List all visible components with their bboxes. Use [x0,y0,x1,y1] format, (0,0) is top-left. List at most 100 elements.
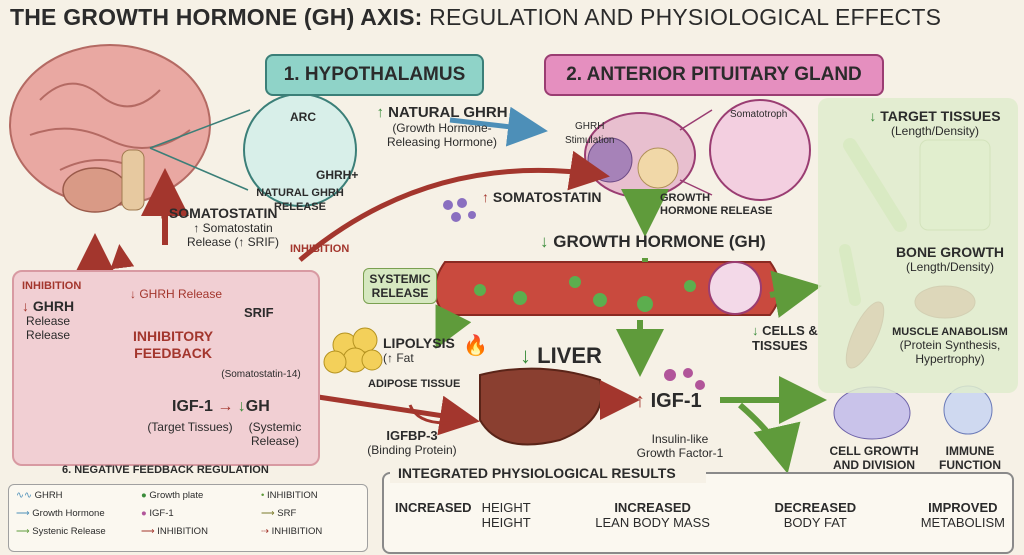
igfbp-title: IGFBP-3 [386,428,438,443]
legend [8,484,368,552]
hypothalamus-label: 1. HYPOTHALAMUS [265,54,484,96]
purple-dot-icon: ● [141,508,147,519]
inhibitory-l2: FEEDBACK [134,345,212,361]
igf1-text: IGF-1 [650,390,702,412]
muscle-title: MUSCLE ANABOLISM [892,326,1008,338]
igf1-sub2: Growth Factor-1 [636,446,724,460]
legend-label-4: IGF-1 [149,508,174,519]
legend-item-gh: ⟶ Growth Hormone [16,508,105,519]
target-title: ↓ TARGET TISSUES [869,108,1001,124]
legend-label-6: INHIBITION [266,490,318,501]
igf1-sub: Insulin-like Growth Factor-1 [620,432,740,460]
wave-icon: ∿∿ [16,490,32,501]
feedback-gh: GH [245,398,270,415]
ghrh-release-text-inner: ↓ GHRH Release [130,287,223,301]
blue-arrow-icon: ⟶ [16,508,30,519]
ghrh-plus-label: GHRH+ [316,168,359,182]
feedback-target: (Target Tissues) [147,420,233,434]
result-col-3: IMPROVED METABOLISM [921,500,1005,530]
somatostatin-left-title: ↑ SOMATOSTATIN [158,205,278,221]
systemic-l1: SYSTEMIC [369,272,431,286]
brain-illustration [9,44,211,213]
feedback-rel1: Release [26,314,71,328]
liver-label: ↓ LIVER [520,343,602,368]
immune-l1: IMMUNE [945,444,995,458]
cell-growth-l1: CELL GROWTH [829,444,919,458]
gh-release-label: GROWTH HORMONE RELEASE [660,192,772,218]
igfbp-label: IGFBP-3 (Binding Protein) [352,428,472,457]
ghrh-stim-label: GHRH Stimulation [565,120,614,148]
feedback-igf: IGF-1 [172,398,213,415]
igfbp-sub: (Binding Protein) [367,443,457,457]
green-dot-icon: ● [141,490,147,501]
legend-item-systemic: ⟶ Systenic Release [16,526,106,537]
feedback-ghrh: ↓ GHRH Release Release [22,298,75,342]
result-0-v1: HEIGHT [481,500,531,515]
ghrh-title-text: NATURAL GHRH [388,104,508,121]
adipose-label: ADIPOSE TISSUE [368,378,461,390]
srif-sub: (Somatostatin-14) [221,369,301,380]
cells-l1: CELLS & [762,323,818,338]
cell-growth-label: CELL GROWTH AND DIVISION [822,444,926,472]
feedback-gh-sub1: (Systemic [248,420,302,434]
title-light: REGULATION AND PHYSIOLOGICAL EFFECTS [429,4,942,30]
igf1-dots-icon [664,368,705,390]
target-tissues-label: ↓ TARGET TISSUES (Length/Density) [850,108,1020,138]
result-3-h: IMPROVED [928,500,998,515]
feedback-igf-gh: IGF-1 → ↓GH [172,398,270,415]
feedback-inhibition-label: INHIBITION [22,280,82,292]
somatostatin-center-text: SOMATOSTATIN [492,189,602,205]
legend-item-ghrh: ∿∿ GHRH [16,490,63,501]
red-arrow-icon: ⟶ [141,526,155,537]
inhibitory-l1: INHIBITORY [133,328,214,344]
adipose-illustration [323,327,383,374]
legend-label-3: Growth plate [149,490,204,501]
lipolysis-title: LIPOLYSIS [383,335,455,351]
igf1-sub1: Insulin-like [651,432,709,446]
somatostatin-dots-icon [443,198,476,222]
result-0-h: INCREASED [395,500,472,515]
gh-release-2: HORMONE RELEASE [660,205,773,217]
bone-growth-label: BONE GROWTH (Length/Density) [880,244,1020,274]
target-tissues-panel [818,98,1018,393]
ghrh-stim-1: GHRH [575,121,605,132]
somatostatin-center: ↑ SOMATOSTATIN [482,189,602,205]
liver-illustration [479,367,603,446]
bone-title: BONE GROWTH [895,244,1005,260]
green-arrow-icon: ⟶ [16,526,30,537]
cells-l2: TISSUES [752,338,808,353]
result-2-v1: BODY FAT [783,515,847,530]
gh-release-1: GROWTH [660,192,711,204]
small-green-dot-icon: • [261,490,265,501]
pituitary-label: 2. ANTERIOR PITUITARY GLAND [544,54,884,96]
result-1-h: INCREASED [614,500,691,515]
legend-label-0: GHRH [34,490,63,501]
gh-main-label: ↓ GROWTH HORMONE (GH) [540,232,766,251]
systemic-release-label: SYSTEMIC RELEASE [363,268,437,304]
inhibitory-feedback-label: INHIBITORY FEEDBACK [133,328,213,362]
result-3-v1: METABOLISM [920,515,1005,530]
title-bold: THE GROWTH HORMONE (GH) AXIS: [10,4,423,30]
somatostatin-left-sub1: ↑ Somatostatin [193,221,273,235]
cells-tissues-label: ↓ CELLS & TISSUES [752,323,818,353]
somatotroph-zoom [709,99,811,201]
result-col-1: INCREASED LEAN BODY MASS [595,500,710,530]
feedback-arrow: → [217,398,234,415]
cell-division-illustration [833,386,911,440]
inhibition-mid-label: INHIBITION [290,243,350,255]
muscle-sub1: (Protein Synthesis, [899,338,1001,352]
olive-arrow-icon: ⟶ [261,508,275,519]
somatostatin-left-sub2: Release (↑ SRIF) [186,235,280,249]
legend-label-5: INHIBITION [157,526,208,537]
ghrh-sub2: Releasing Hormone) [386,135,498,149]
legend-item-inhibition-dashed: ⇢ INHIBITION [261,526,322,537]
negative-feedback-label: 6. NEGATIVE FEEDBACK REGULATION [62,464,269,476]
page-title: THE GROWTH HORMONE (GH) AXIS: REGULATION… [10,4,941,31]
somatotroph-label: Somatotroph [730,109,788,120]
igf1-label: ↑ IGF-1 [635,390,702,412]
legend-item-growth-plate: ● Growth plate [141,490,203,501]
result-1-v1: LEAN BODY MASS [595,515,710,530]
